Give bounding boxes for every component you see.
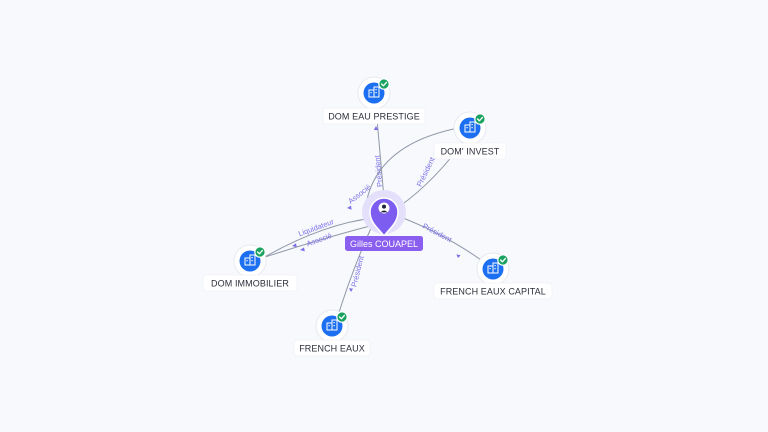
edge-label-president-dom-invest: Président <box>415 155 437 188</box>
building-icon <box>326 319 338 331</box>
edge-label-president-french-eaux-capital: Président <box>421 221 454 244</box>
person-icon <box>378 202 390 214</box>
edge-associe-dom-immobilier[interactable] <box>261 223 379 259</box>
company-label-dom-eau-prestige: DOM EAU PRESTIGE <box>322 107 426 125</box>
company-name: DOM EAU PRESTIGE <box>328 112 420 122</box>
edge-president-french-eaux[interactable] <box>335 225 373 323</box>
company-node-french-eaux-capital[interactable] <box>476 252 510 286</box>
building-icon <box>487 262 499 274</box>
edge-label-president-french-eaux: Président <box>349 254 366 288</box>
check-icon <box>378 78 390 90</box>
person-node[interactable]: Gilles COUAPEL <box>345 190 423 251</box>
building-icon <box>464 121 476 133</box>
arrow-icon <box>292 243 297 248</box>
company-label-french-eaux: FRENCH EAUX <box>293 339 371 357</box>
arrow-icon <box>300 247 305 252</box>
company-label-dom-immobilier: DOM IMMOBILIER <box>202 274 298 292</box>
edge-label-president-dom-eau-prestige: Président <box>373 154 385 187</box>
company-name: FRENCH EAUX CAPITAL <box>440 287 546 297</box>
company-label-dom-invest: DOM' INVEST <box>433 142 507 160</box>
person-label-box <box>345 236 423 251</box>
arrow-icon <box>373 126 379 130</box>
edge-liquidateur-dom-immobilier[interactable] <box>255 217 375 263</box>
company-node-french-eaux[interactable] <box>315 309 349 343</box>
building-icon <box>244 254 256 266</box>
company-name: FRENCH EAUX <box>299 344 365 354</box>
company-name: DOM IMMOBILIER <box>211 279 289 289</box>
company-label-french-eaux-capital: FRENCH EAUX CAPITAL <box>433 282 553 300</box>
company-node-dom-eau-prestige[interactable] <box>357 76 391 110</box>
check-icon <box>474 113 486 125</box>
check-icon <box>254 246 266 258</box>
arrow-icon <box>456 254 461 258</box>
arrow-icon <box>349 288 353 292</box>
person-pin <box>369 197 399 238</box>
arrow-icon <box>347 205 352 210</box>
company-name: DOM' INVEST <box>441 147 500 157</box>
building-icon <box>368 86 380 98</box>
check-icon <box>497 254 509 266</box>
company-node-dom-invest[interactable] <box>453 111 487 145</box>
edge-associe-dom-invest[interactable] <box>365 125 471 205</box>
check-icon <box>336 311 348 323</box>
person-name: Gilles COUAPEL <box>350 239 418 249</box>
company-node-dom-immobilier[interactable] <box>233 244 267 278</box>
